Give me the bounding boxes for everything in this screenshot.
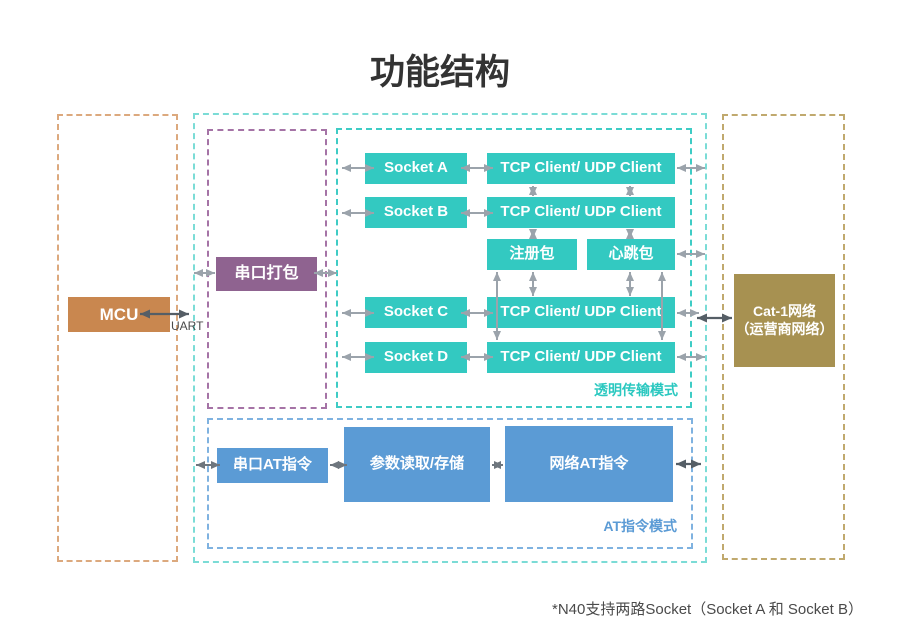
node-tcp-client-4: TCP Client/ UDP Client bbox=[487, 342, 675, 373]
network-group-outline bbox=[722, 114, 845, 560]
node-mcu: MCU bbox=[68, 297, 170, 332]
uart-label: UART bbox=[171, 319, 204, 333]
node-serial-at-command: 串口AT指令 bbox=[217, 448, 328, 483]
transparent-mode-outline bbox=[336, 128, 692, 408]
node-serial-pack: 串口打包 bbox=[216, 257, 317, 291]
node-heartbeat-packet: 心跳包 bbox=[587, 239, 675, 270]
cat1-network-line1: Cat-1网络 bbox=[752, 303, 816, 319]
node-socket-a: Socket A bbox=[365, 153, 467, 184]
node-tcp-client-1: TCP Client/ UDP Client bbox=[487, 153, 675, 184]
node-tcp-client-2: TCP Client/ UDP Client bbox=[487, 197, 675, 228]
footnote: *N40支持两路Socket（Socket A 和 Socket B） bbox=[552, 601, 863, 618]
node-socket-d: Socket D bbox=[365, 342, 467, 373]
node-tcp-client-3: TCP Client/ UDP Client bbox=[487, 297, 675, 328]
node-network-at-command: 网络AT指令 bbox=[505, 426, 673, 502]
node-socket-b: Socket B bbox=[365, 197, 467, 228]
node-socket-c: Socket C bbox=[365, 297, 467, 328]
page-title: 功能结构 bbox=[369, 53, 510, 92]
node-cat1-network: Cat-1网络 （运营商网络） bbox=[734, 274, 835, 367]
at-mode-outline bbox=[207, 418, 693, 549]
mcu-group-outline bbox=[57, 114, 178, 562]
transparent-mode-label: 透明传输模式 bbox=[594, 382, 678, 398]
node-param-read-store: 参数读取/存储 bbox=[344, 427, 490, 502]
module-group-outline bbox=[193, 113, 707, 563]
at-mode-label: AT指令模式 bbox=[603, 518, 677, 534]
cat1-network-line2: （运营商网络） bbox=[735, 320, 834, 337]
node-registration-packet: 注册包 bbox=[487, 239, 577, 270]
